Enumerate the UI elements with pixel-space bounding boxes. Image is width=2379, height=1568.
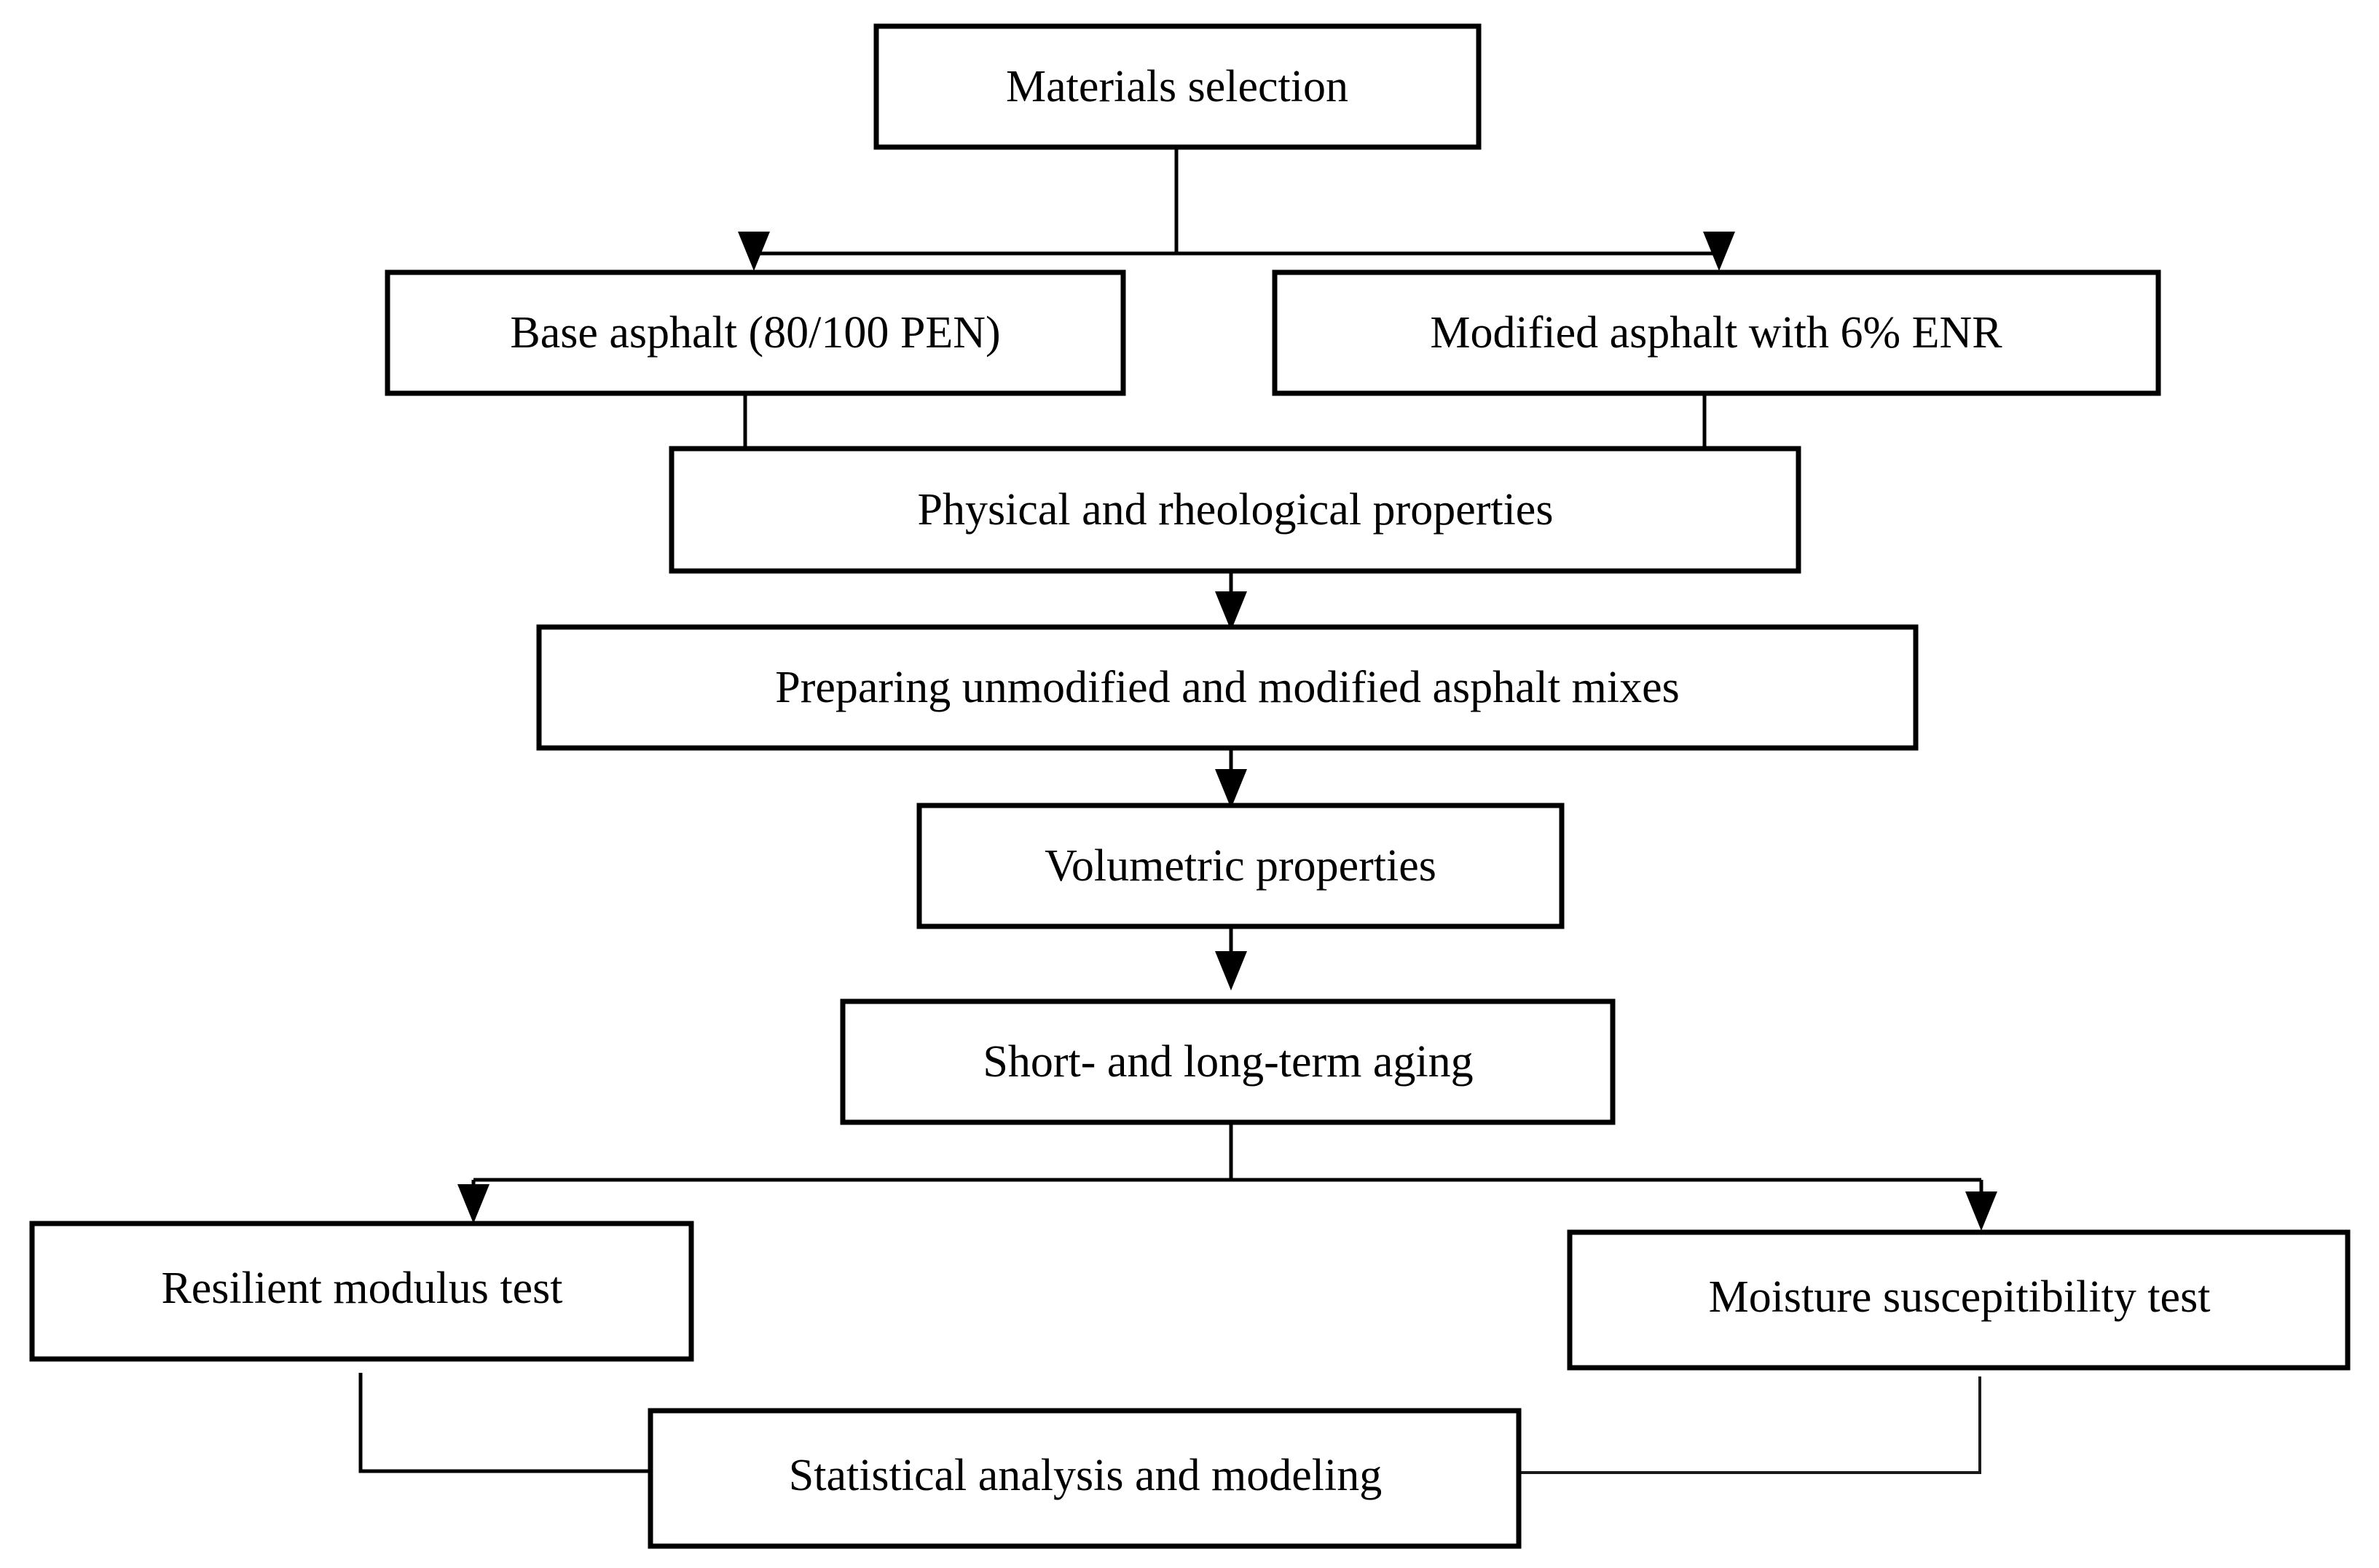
arrowhead-to-volumetric (1215, 769, 1247, 808)
node-box[interactable] (29, 1221, 694, 1362)
node-label: Volumetric properties (1045, 841, 1436, 891)
arrowhead-to-preparing (1215, 591, 1247, 631)
node-label: Base asphalt (80/100 PEN) (510, 308, 1000, 358)
connector-moisture-to-statistical (1519, 1376, 1981, 1474)
node-label: Moisture suscepitibility test (1709, 1272, 2211, 1322)
node-box[interactable] (536, 624, 1919, 751)
arrowhead-to-moisture-test (1965, 1191, 1997, 1231)
node-label: Statistical analysis and modeling (789, 1451, 1382, 1500)
node-statistical-analysis[interactable]: Statistical analysis and modeling (648, 1408, 1522, 1549)
connector-volumetric-to-aging (1215, 926, 1247, 990)
node-box[interactable] (669, 446, 1801, 574)
node-moisture-susceptibility[interactable]: Moisture suscepitibility test (1567, 1229, 2351, 1371)
node-box[interactable] (648, 1408, 1522, 1549)
node-label: Resilient modulus test (161, 1264, 562, 1313)
node-volumetric-properties[interactable]: Volumetric properties (916, 803, 1565, 929)
node-box[interactable] (840, 998, 1616, 1125)
node-base-asphalt[interactable]: Base asphalt (80/100 PEN) (385, 269, 1126, 396)
node-aging[interactable]: Short- and long-term aging (840, 998, 1616, 1125)
node-label: Modified asphalt with 6% ENR (1430, 308, 2002, 358)
node-box[interactable] (1272, 269, 2161, 396)
node-resilient-modulus-test[interactable]: Resilient modulus test (29, 1221, 694, 1362)
node-materials-selection[interactable]: Materials selection (873, 23, 1482, 150)
arrowhead-to-modified-asphalt (1703, 232, 1735, 271)
node-box[interactable] (916, 803, 1565, 929)
connector-materials-to-asphalts (738, 147, 1735, 271)
node-box[interactable] (873, 23, 1482, 150)
node-box[interactable] (1567, 1229, 2351, 1371)
connector-resilient-to-statistical (358, 1373, 650, 1473)
node-preparing-mixes[interactable]: Preparing unmodified and modified asphal… (536, 624, 1919, 751)
node-label: Materials selection (1006, 62, 1348, 111)
node-label: Preparing unmodified and modified asphal… (775, 663, 1679, 712)
arrowhead-to-base-asphalt (738, 232, 770, 271)
node-label: Physical and rheological properties (918, 485, 1554, 535)
node-physical-rheological[interactable]: Physical and rheological properties (669, 446, 1801, 574)
arrowhead-to-resilient-test (457, 1184, 489, 1224)
connector-physical-to-preparing (1215, 571, 1247, 631)
node-box[interactable] (385, 269, 1126, 396)
node-modified-asphalt[interactable]: Modified asphalt with 6% ENR (1272, 269, 2161, 396)
node-label: Short- and long-term aging (983, 1037, 1473, 1087)
arrowhead-to-aging (1215, 951, 1247, 990)
connector-preparing-to-volumetric (1215, 748, 1247, 808)
connector-aging-to-tests (457, 1122, 1997, 1231)
